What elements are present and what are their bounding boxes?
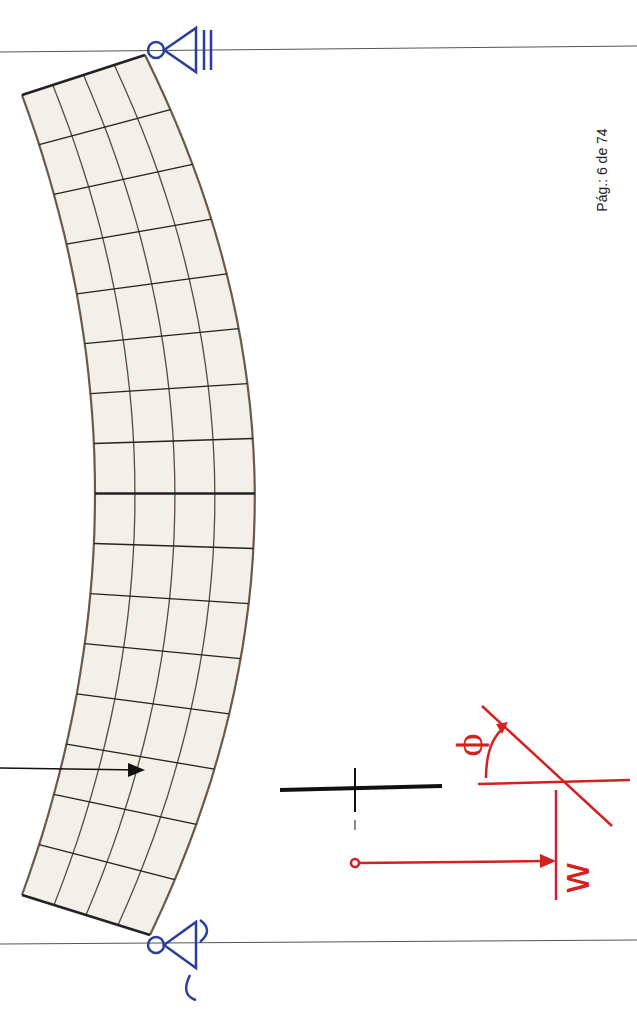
rotation-symbol: ϕ bbox=[453, 733, 487, 756]
beam-section bbox=[85, 644, 241, 659]
beam-section bbox=[67, 744, 215, 769]
beam-fiber bbox=[84, 75, 175, 915]
beam-section bbox=[95, 492, 255, 495]
pin-support bbox=[148, 28, 211, 72]
reference-line bbox=[0, 46, 637, 52]
beam-fill bbox=[22, 55, 255, 935]
beam-section bbox=[67, 219, 212, 244]
beam-section bbox=[22, 55, 145, 95]
beam-section bbox=[54, 794, 196, 824]
beam-axis bbox=[280, 768, 442, 830]
beam-section bbox=[39, 845, 175, 880]
page-number: Pág.: 6 de 74 bbox=[595, 128, 609, 211]
beam-fiber bbox=[22, 95, 95, 895]
load-arrow bbox=[0, 763, 145, 777]
beam-section bbox=[90, 594, 248, 604]
beam-section bbox=[90, 384, 247, 394]
beam-section bbox=[77, 694, 229, 714]
beam-fiber bbox=[145, 55, 255, 935]
roller-support bbox=[148, 920, 207, 1000]
beam-section bbox=[22, 895, 150, 935]
beam-section bbox=[94, 544, 254, 549]
beam-fiber bbox=[53, 85, 135, 905]
beam-section bbox=[54, 164, 193, 194]
deformed-beam bbox=[22, 55, 255, 935]
reference-line bbox=[0, 940, 637, 944]
deflection-annotation bbox=[351, 706, 630, 900]
beam-section bbox=[39, 110, 170, 145]
beam-section bbox=[94, 439, 253, 444]
deflection-symbol: w bbox=[555, 862, 595, 895]
beam-section bbox=[85, 329, 239, 344]
beam-fiber bbox=[114, 65, 215, 925]
beam-section bbox=[77, 274, 227, 294]
